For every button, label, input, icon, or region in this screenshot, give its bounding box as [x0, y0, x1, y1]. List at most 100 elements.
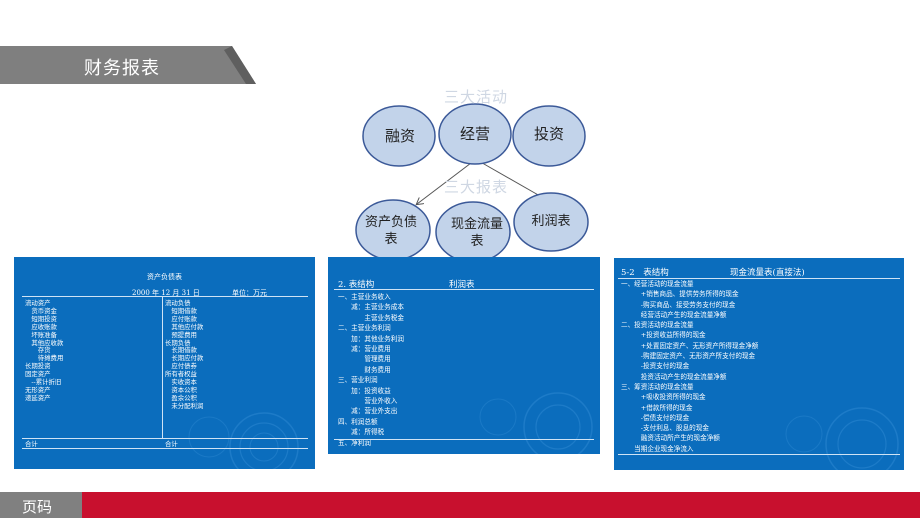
- footer-label-box: [0, 492, 82, 518]
- title-banner: 财务报表: [0, 46, 256, 84]
- list-item: 长期投资: [25, 362, 51, 371]
- list-item: 融资活动所产生的现金净额: [621, 434, 720, 443]
- list-item: 四、利润总额: [338, 417, 378, 426]
- bubble-operating: [438, 103, 512, 165]
- list-item: 未分配利润: [165, 401, 204, 410]
- list-item: 应付债券: [165, 362, 197, 371]
- diagram-shapes: [355, 103, 589, 260]
- statement-cash-flow: 现金流量表: [451, 217, 504, 249]
- activity-financing: 融资: [384, 127, 415, 145]
- list-item: 资本公积: [165, 385, 197, 394]
- list-item: 存货: [25, 346, 51, 355]
- list-item: 减：所得税: [338, 428, 385, 437]
- income-section-heading: 2. 表结构: [338, 280, 375, 290]
- list-item: 盈余公积: [165, 393, 197, 402]
- list-item: +借款所得的现金: [621, 403, 693, 412]
- list-item: 减：营业费用: [338, 345, 391, 354]
- list-item: 货币资金: [25, 306, 57, 315]
- arrow-right: [476, 159, 547, 200]
- banner-shape: [0, 46, 256, 84]
- list-item: -投资支付的现金: [621, 362, 690, 371]
- list-item: +销售商品、提供劳务所得的现金: [621, 290, 739, 299]
- list-item: 长期借款: [165, 346, 197, 355]
- income-items: 一、主营业务收入 减：主营业务成本 主营业务税金 二、主营业务利润 加：其他业务…: [338, 292, 404, 448]
- divider: [618, 278, 900, 279]
- arrow-left: [417, 159, 476, 204]
- divider: [22, 296, 308, 297]
- list-item: 减：主营业务成本: [338, 303, 404, 312]
- divider: [162, 297, 163, 439]
- list-item: 财务费用: [338, 365, 391, 374]
- income-statement-panel: 2. 表结构 利润表 一、主营业务收入 减：主营业务成本 主营业务税金 二、主营…: [328, 257, 600, 454]
- bubble-income-statement: [513, 192, 589, 252]
- divider: [618, 454, 900, 455]
- balance-sheet-panel: 资产负债表 2000 年 12 月 31 日 单位：万元 流动资产 货币资金 短…: [14, 257, 315, 469]
- list-item: +处置固定资产、无形资产所得现金净额: [621, 341, 759, 350]
- list-item: -支付利息、股息的现金: [621, 424, 709, 433]
- assets-column: 流动资产 货币资金 短期投资 应收账款 坏账准备 其他应收款 存货 待摊费用 长…: [25, 299, 64, 403]
- list-item: +吸收投资所得的现金: [621, 393, 706, 402]
- balance-sheet-unit: 单位：万元: [232, 289, 267, 297]
- list-item: 加：其他业务利润: [338, 334, 404, 343]
- list-item: 短期借款: [165, 306, 197, 315]
- list-item: --累计折旧: [25, 378, 62, 387]
- list-item: 一、经营活动的现金流量: [621, 280, 694, 288]
- list-item: 所有者权益: [165, 370, 197, 379]
- cash-flow-items: 一、经营活动的现金流量 +销售商品、提供劳务所得的现金 -购买商品、接受劳务支付…: [621, 279, 758, 454]
- page-number-label: 页码: [22, 498, 53, 516]
- cash-flow-panel: 5-2 表结构 现金流量表(直接法) 一、经营活动的现金流量 +销售商品、提供劳…: [614, 258, 904, 470]
- bubble-cash-flow: [435, 201, 511, 260]
- list-item: 长期应付款: [165, 354, 204, 363]
- divider: [22, 448, 308, 449]
- statement-balance-sheet: 资产负债表: [365, 215, 418, 247]
- list-item: 营业外收入: [338, 397, 398, 406]
- list-item: 三、筹资活动的现金流量: [621, 382, 694, 391]
- balance-sheet-title: 资产负债表: [147, 273, 182, 281]
- list-item: 加：投资收益: [338, 386, 391, 395]
- list-item: 其他应收款: [25, 338, 64, 347]
- list-item: 待摊费用: [25, 354, 64, 363]
- list-item: 应收账款: [25, 322, 57, 331]
- bubble-investing: [512, 105, 586, 167]
- list-item: 流动负债: [165, 299, 191, 307]
- activities-label: 三大活动: [444, 88, 509, 106]
- page-title: 财务报表: [84, 58, 160, 79]
- statements-label: 三大报表: [444, 178, 509, 196]
- bubble-financing: [362, 105, 436, 167]
- list-item: -购建固定资产、无形资产所支付的现金: [621, 352, 756, 361]
- list-item: 经营活动产生的现金流量净额: [621, 310, 727, 319]
- list-item: 预提费用: [165, 330, 197, 339]
- income-statement-title: 利润表: [449, 280, 475, 290]
- list-item: 长期负债: [165, 338, 191, 347]
- list-item: 五、净利润: [338, 438, 371, 447]
- cash-flow-section-heading: 5-2 表结构: [621, 268, 669, 278]
- list-item: 投资活动产生的现金流量净额: [621, 372, 727, 381]
- list-item: 一、主营业务收入: [338, 293, 391, 301]
- liabilities-column: 流动负债 短期借款 应付账款 其他应付款 预提费用 长期负债 长期借款 长期应付…: [165, 299, 204, 411]
- list-item: -偿债支付的现金: [621, 413, 690, 422]
- divider: [334, 289, 594, 290]
- balance-sheet-date: 2000 年 12 月 31 日: [132, 289, 200, 297]
- assets-total: 合计: [25, 440, 38, 448]
- bubble-balance-sheet: [355, 199, 431, 260]
- list-item: 流动资产: [25, 299, 51, 307]
- list-item: -购买商品、接受劳务支付的现金: [621, 300, 736, 309]
- list-item: 当期企业现金净流入: [621, 444, 694, 453]
- list-item: 其他应付款: [165, 322, 204, 331]
- list-item: 短期投资: [25, 314, 57, 323]
- liabilities-total: 合计: [165, 440, 178, 448]
- footer-bar: [0, 492, 920, 518]
- list-item: 应付账款: [165, 314, 197, 323]
- statement-income: 利润表: [531, 214, 571, 229]
- activity-operating: 经营: [459, 125, 490, 143]
- list-item: 二、主营业务利润: [338, 324, 391, 333]
- list-item: 实收资本: [165, 378, 197, 387]
- activity-investing: 投资: [533, 125, 564, 143]
- panel-background-pattern: [479, 392, 593, 454]
- panel-background-pattern: [188, 412, 299, 469]
- divider: [22, 438, 308, 439]
- list-item: 主营业务税金: [338, 313, 404, 322]
- list-item: 无形资产: [25, 385, 51, 394]
- divider: [334, 439, 594, 440]
